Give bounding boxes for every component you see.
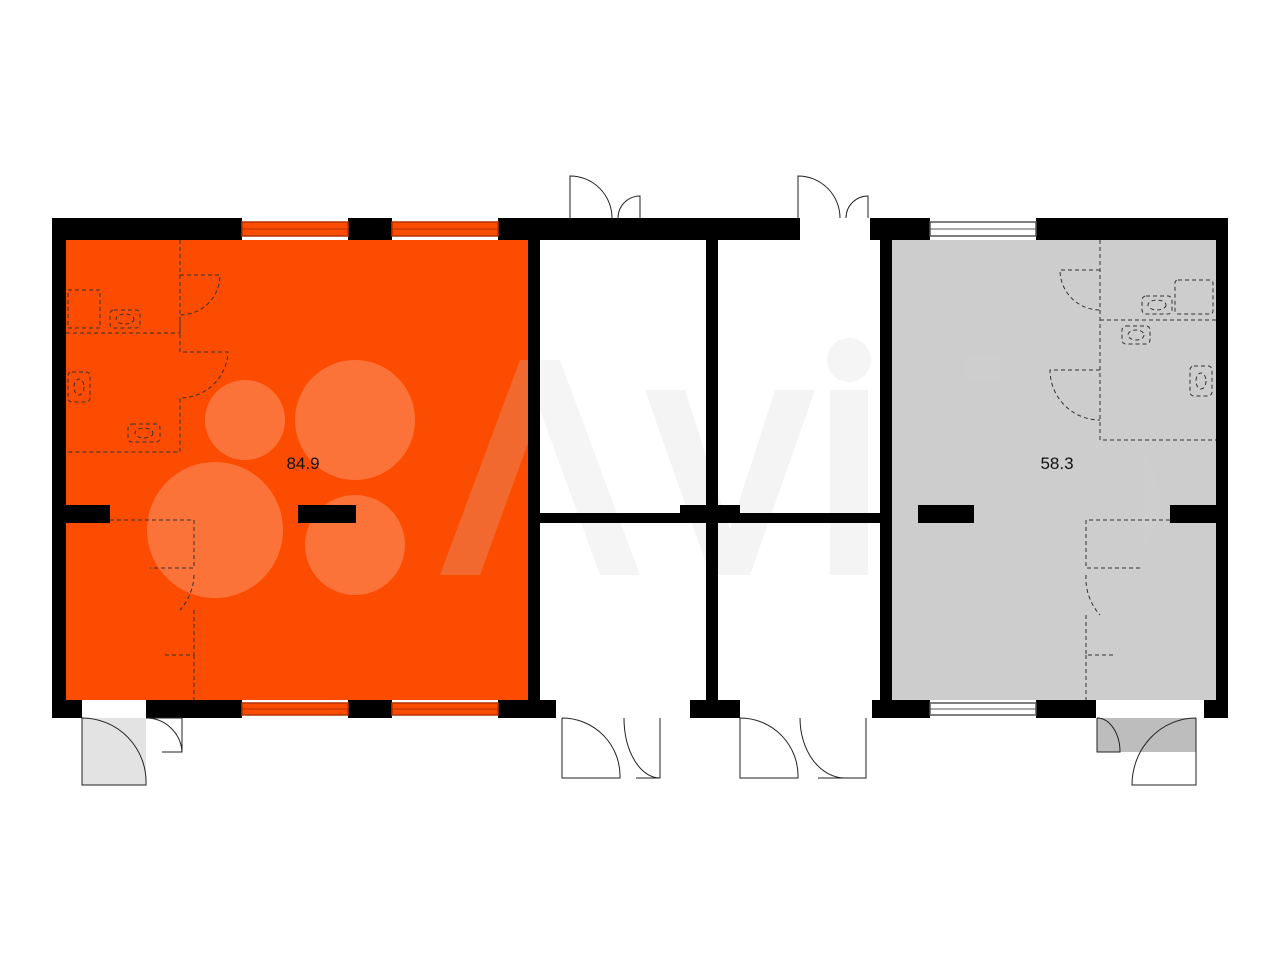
unit-right-fill[interactable] [892,240,1216,700]
unit-right[interactable] [892,240,1216,700]
unit-left[interactable] [66,240,532,700]
right-exterior-door-area [1097,718,1196,752]
doors [81,175,1197,786]
left-unit-fixtures [66,240,229,700]
right-unit-fixtures [1049,240,1216,700]
unit-left-area-label: 84.9 [286,454,319,473]
left-exterior-door-area [82,718,146,785]
walls [52,218,1228,718]
unit-left-fill[interactable] [66,240,532,700]
unit-right-area-label: 58.3 [1040,454,1073,473]
windows [241,221,1037,716]
